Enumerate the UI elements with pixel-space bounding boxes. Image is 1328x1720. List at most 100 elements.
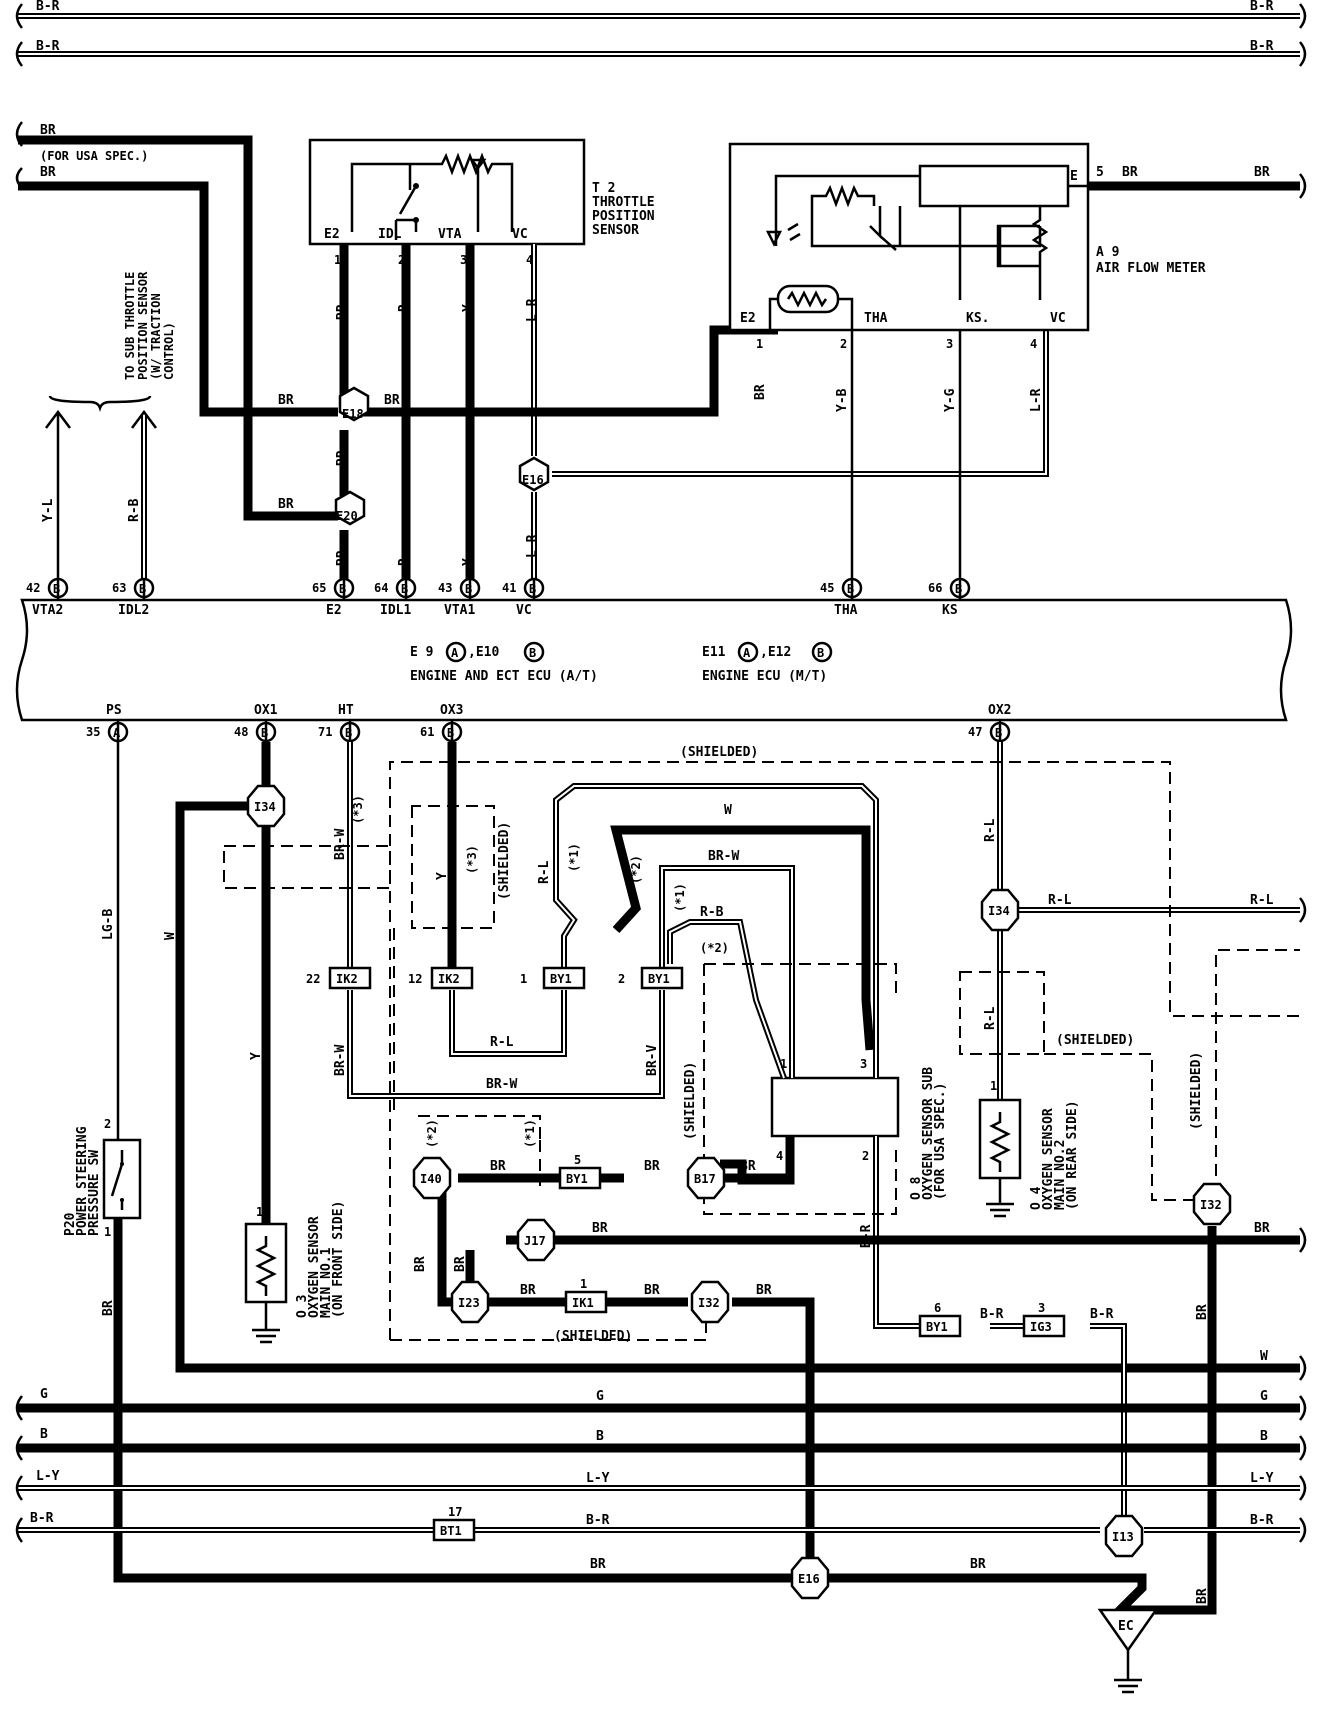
label-star1-o8: (*1) [567, 843, 581, 872]
t2-id: T 2 [592, 181, 615, 196]
pin-number: 71 [318, 725, 332, 739]
ox1-circuit: W Y 1 O 3 OXYGEN SENSOR MAIN NO.1 (ON FR… [163, 742, 1300, 1373]
a9-pin-ks: KS. [966, 311, 989, 326]
connector-pin: 1 [580, 1277, 587, 1291]
junction-octagon [516, 1218, 556, 1262]
pin-connector-letter: B [53, 582, 60, 596]
label-brw-ht2: BR-W [333, 1045, 348, 1076]
connector-pin: 1 [520, 972, 527, 986]
junction-label: I34 [988, 904, 1010, 918]
label-br-n4: BR [413, 1256, 428, 1272]
shield-label-1: (SHIELDED) [680, 745, 758, 760]
pin-name: HT [338, 703, 354, 718]
label-br-p20: BR [101, 1300, 116, 1316]
ecu-line1b: ,E10 [468, 645, 499, 660]
connector-box [542, 966, 586, 990]
label-br-h2: BR [384, 393, 400, 408]
bus-ly-r: L-Y [1250, 1471, 1274, 1486]
bus-br-l: B-R [30, 1511, 54, 1526]
ecu-b2: B [817, 646, 824, 660]
pin-number: 35 [86, 725, 100, 739]
arrows-sub-throttle: Y-L R-B [41, 409, 157, 580]
o4-name-0: O 4 [1029, 1186, 1044, 1210]
connector-pin: 3 [1038, 1301, 1045, 1315]
label-br-a9: BR [753, 384, 768, 400]
e20-label: E20 [336, 509, 358, 523]
pin-connector-letter: B [345, 726, 352, 740]
ecu-top-pins: B42VTA2B63IDL2B65E2B64IDL1B43VTA1B41VCB4… [26, 577, 971, 618]
p20-name-2: PRESSURE SW [87, 1150, 102, 1236]
bus-label-top1-right: B-R [1250, 0, 1274, 14]
o3-pin: 1 [256, 1205, 263, 1219]
ecu-a: A [451, 646, 459, 660]
pin-name: IDL1 [380, 603, 411, 618]
pin-name: OX2 [988, 703, 1011, 718]
label-rb: R-B [127, 498, 142, 522]
pin-connector-letter: B [447, 726, 454, 740]
pin-number: 45 [820, 581, 834, 595]
label-br-1: BR [40, 123, 56, 138]
pin-connector-letter: B [529, 582, 536, 596]
o4-name-1: OXYGEN SENSOR [1041, 1108, 1056, 1210]
label-br-bottom1: BR [590, 1557, 606, 1572]
label-y-ox1: Y [249, 1052, 264, 1060]
junction-label: I32 [1200, 1198, 1222, 1212]
p20-name-1: POWER STEERING [75, 1126, 90, 1236]
connector-id: BY1 [550, 972, 572, 986]
connector-pin: 17 [448, 1505, 462, 1519]
p20-circuit: LG-B 2 1 P20 POWER STEERING PRESSURE SW … [63, 742, 1217, 1615]
bus-g-r: G [1260, 1389, 1268, 1404]
bus-label-top2: B-R [36, 39, 60, 54]
label-br-n12: BR [1195, 1588, 1210, 1604]
label-r-v2: R [397, 558, 412, 566]
label-rl-ox2b: R-L [983, 1006, 998, 1030]
label-br-2: BR [40, 165, 56, 180]
t2-num-4: 4 [526, 253, 533, 267]
junction-octagon [246, 784, 286, 828]
a9-pin-e2: E2 [740, 311, 756, 326]
t2-pin-e2: E2 [324, 227, 340, 242]
label-br-t2: BR [335, 304, 350, 320]
connector-box [430, 966, 474, 990]
pin-connector-letter: B [339, 582, 346, 596]
p20-pin2: 1 [104, 1225, 111, 1239]
o8-pin-1: 1 [780, 1057, 787, 1071]
pin-name: OX3 [440, 703, 463, 718]
shield-label-3: (SHIELDED) [1056, 1033, 1134, 1048]
connector-pin: 5 [574, 1153, 581, 1167]
ecu-line1a: E 9 [410, 645, 433, 660]
pin-number: 41 [502, 581, 516, 595]
bus-ly-l: L-Y [36, 1469, 60, 1484]
label-br-n6: BR [592, 1221, 608, 1236]
connector-id: IG3 [1030, 1320, 1052, 1334]
a9-id: A 9 [1096, 245, 1119, 260]
shield-label-6: (SHIELDED) [1189, 1052, 1204, 1130]
label-br-n2: BR [644, 1159, 660, 1174]
pin-number: 48 [234, 725, 248, 739]
pin-connector-letter: B [847, 582, 854, 596]
o3-name-1: OXYGEN SENSOR [307, 1216, 322, 1318]
pin-number: 43 [438, 581, 452, 595]
label-y-t2: Y [461, 304, 476, 312]
junction-label: I40 [420, 1172, 442, 1186]
label-brv: BR-V [645, 1045, 660, 1076]
top-bus: B-R B-R B-R B-R [15, 0, 1307, 67]
pin-connector-letter: B [955, 582, 962, 596]
junction-e18: E18 [338, 386, 370, 422]
t2-pin-vc: VC [512, 227, 528, 242]
e16-top-label: E16 [522, 473, 544, 487]
junction-octagon [790, 1556, 830, 1600]
pin-number: 65 [312, 581, 326, 595]
label-rl-ox2: R-L [983, 818, 998, 842]
a9-num-3: 3 [946, 337, 953, 351]
bracket [48, 395, 152, 412]
pin-connector-letter: B [465, 582, 472, 596]
a9-num-2: 2 [840, 337, 847, 351]
label-star3-b: (*3) [465, 845, 479, 874]
connector-box [432, 1518, 476, 1542]
pin-circle [333, 577, 355, 599]
t2-pin-vta: VTA [438, 227, 462, 242]
junction-label: I32 [698, 1296, 720, 1310]
label-y-ox3: Y [435, 872, 450, 880]
